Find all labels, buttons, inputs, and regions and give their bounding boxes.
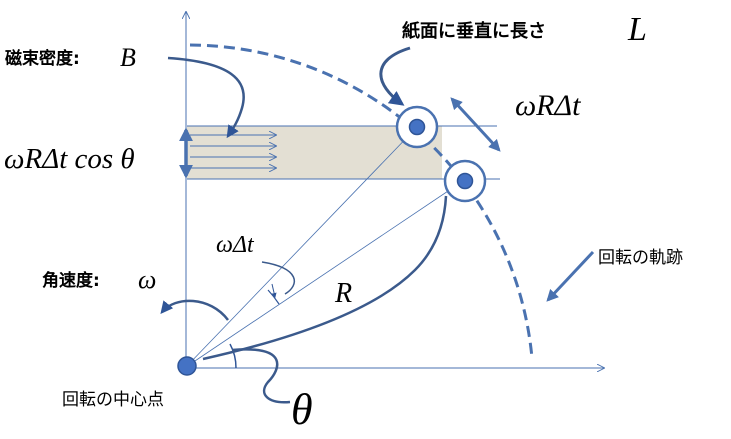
label-theta: θ [291, 385, 313, 434]
arc-length-arrow [450, 97, 501, 152]
label-magnetic-flux-density: 磁束密度: [5, 48, 80, 69]
label-radius: R [334, 278, 352, 309]
leader-flux-density [167, 56, 245, 139]
magnetic-field-arrows [190, 135, 276, 168]
rotation-arrow [160, 299, 229, 321]
radius-line-1 [185, 126, 418, 368]
label-B: B [120, 43, 136, 72]
radius-line-2 [185, 180, 464, 368]
trajectory-arc [189, 43, 534, 359]
label-omega: ω [138, 265, 156, 294]
label-trajectory: 回転の軌跡 [598, 248, 683, 268]
label-angular-velocity: 角速度: [42, 270, 100, 291]
leader-theta [231, 348, 291, 404]
conductor-position-1 [395, 105, 439, 149]
delta-angle-arrow [271, 283, 277, 298]
label-arc-length: ωRΔt [515, 89, 581, 122]
label-angle-increment: ωΔt [216, 232, 255, 258]
conductor-position-2 [443, 159, 487, 203]
leader-perpendicular-length [379, 46, 411, 106]
leader-angle-increment [261, 261, 295, 295]
leader-trajectory [546, 250, 595, 302]
theta-angle-arc [229, 343, 237, 369]
label-perpendicular-length: 紙面に垂直に長さ [402, 20, 546, 42]
label-L: L [627, 11, 647, 48]
leader-radius [202, 195, 448, 361]
center-dot [177, 356, 197, 376]
label-center-point: 回転の中心点 [62, 390, 164, 410]
label-projection: ωRΔt cos θ [4, 143, 135, 175]
